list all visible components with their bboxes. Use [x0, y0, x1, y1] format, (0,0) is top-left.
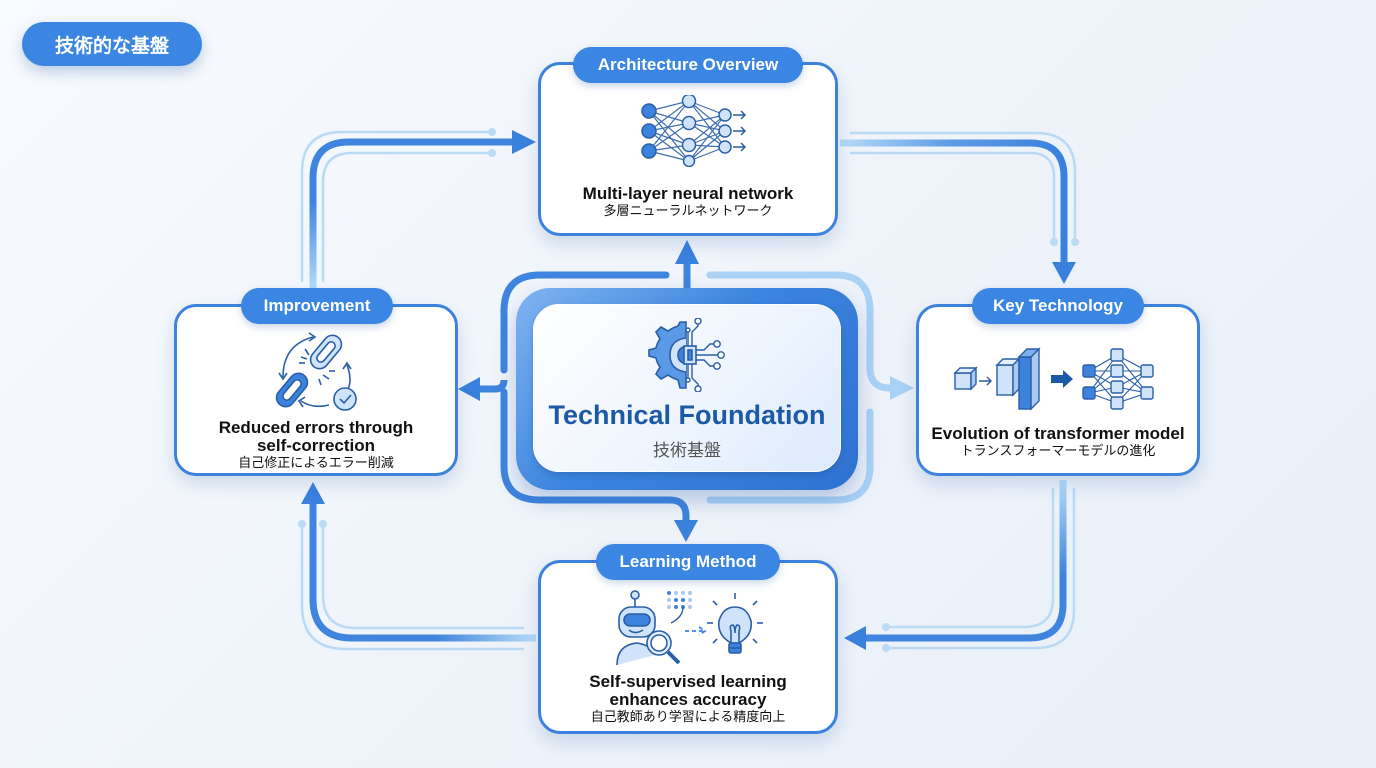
card-learning-method: Self-supervised learning enhances accura…	[538, 560, 838, 734]
tag-architecture-overview: Architecture Overview	[573, 47, 803, 83]
card-architecture-overview: Multi-layer neural network 多層ニューラルネットワーク	[538, 62, 838, 236]
learning-text-en-line1: Self-supervised learning	[589, 672, 787, 691]
transformer-evolution-icon	[953, 347, 1154, 411]
connector-learning-to-improvement	[298, 482, 536, 651]
center-title: Technical Foundation	[548, 400, 826, 430]
improvement-text-en-line2: self-correction	[256, 436, 376, 455]
tag-improvement: Improvement	[241, 288, 393, 324]
card-key-technology: Evolution of transformer model トランスフォーマー…	[916, 304, 1200, 476]
gear-circuit-icon	[648, 318, 725, 392]
improvement-text-jp: 自己修正によるエラー削減	[238, 456, 394, 471]
center-subtitle: 技術基盤	[653, 441, 721, 461]
connector-architecture-to-keytech	[840, 131, 1079, 284]
learning-text-jp: 自己教師あり学習による精度向上	[590, 710, 786, 725]
keytech-text-en: Evolution of transformer model	[931, 424, 1185, 443]
page-title-badge: 技術的な基盤	[22, 22, 202, 66]
connector-improvement-to-architecture	[300, 128, 536, 290]
neural-network-icon	[641, 95, 747, 167]
robot-lightbulb-icon	[616, 590, 763, 666]
keytech-text-jp: トランスフォーマーモデルの進化	[960, 444, 1156, 459]
learning-text-en-line2: enhances accuracy	[609, 690, 767, 709]
broken-chain-cycle-icon	[275, 332, 357, 411]
tag-key-technology: Key Technology	[972, 288, 1144, 324]
connector-keytech-to-learning	[844, 480, 1076, 652]
improvement-text-en-line1: Reduced errors through	[218, 418, 414, 437]
architecture-text-en: Multi-layer neural network	[582, 184, 794, 203]
tag-learning-method: Learning Method	[596, 544, 780, 580]
card-improvement: Reduced errors through self-correction 自…	[174, 304, 458, 476]
architecture-text-jp: 多層ニューラルネットワーク	[603, 204, 773, 219]
center-ring-connectors	[458, 240, 914, 542]
